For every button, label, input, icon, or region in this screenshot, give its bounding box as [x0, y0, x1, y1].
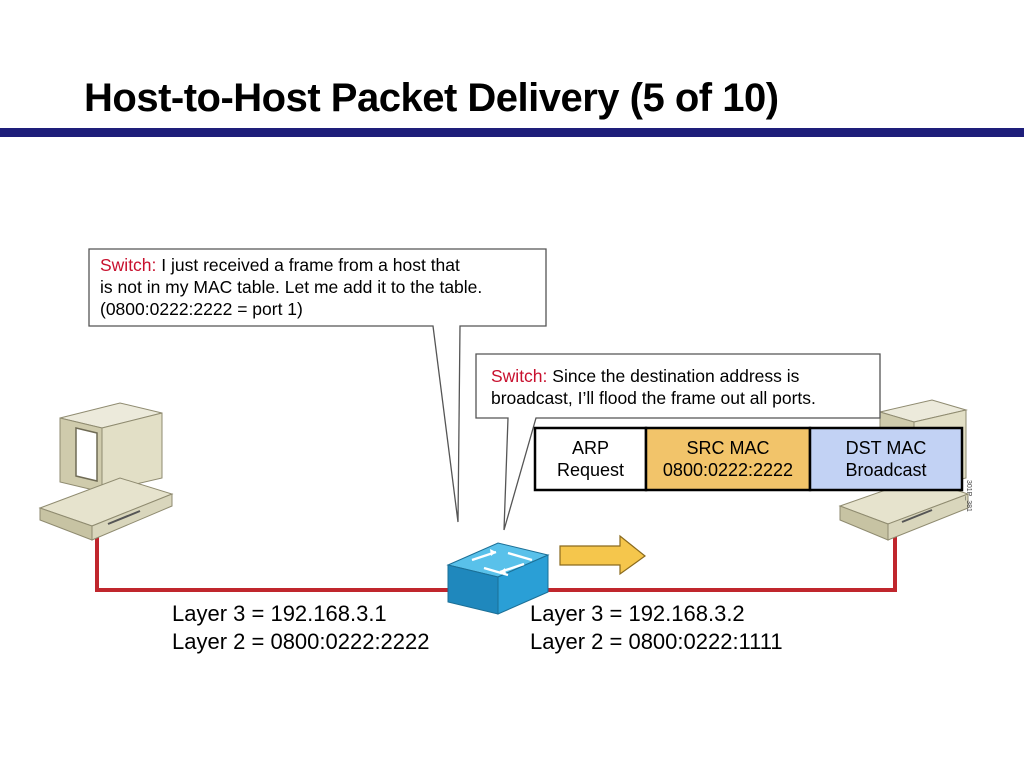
callout-speaker: Switch: [100, 255, 157, 275]
left-host-layer2: Layer 2 = 0800:0222:2222 [172, 629, 430, 654]
switch-icon[interactable] [446, 542, 550, 615]
frame-cell-line1: DST MAC [845, 438, 927, 458]
frame-cell-line2: Broadcast [845, 460, 927, 480]
title-divider [0, 128, 1024, 137]
frame-cell-dst-mac: DST MAC Broadcast [810, 428, 962, 490]
callout-speaker: Switch: [491, 366, 548, 386]
frame-cell-src-mac: SRC MAC 0800:0222:2222 [646, 428, 810, 490]
left-network-link [95, 535, 455, 592]
frame-cell-dst-bg [808, 426, 964, 492]
frame-cell-arp-bg [533, 426, 648, 492]
callout-box-mac-learning [88, 248, 547, 523]
right-host-address: Layer 3 = 192.168.3.2 Layer 2 = 0800:022… [530, 600, 783, 656]
callout-line: I just received a frame from a host that [161, 255, 460, 275]
callout-text-flood: Switch: Since the destination address is… [491, 365, 816, 409]
left-host-pc-icon[interactable] [38, 402, 174, 541]
callout-line: (0800:0222:2222 = port 1) [100, 299, 303, 319]
frame-cell-src-bg [644, 426, 812, 492]
figure-id-label: 301P_381 [965, 480, 972, 512]
callout-line: is not in my MAC table. Let me add it to… [100, 277, 483, 297]
frame-cell-line1: ARP [571, 438, 609, 458]
frame-cell-arp-request: ARP Request [535, 428, 646, 490]
left-host-layer3: Layer 3 = 192.168.3.1 [172, 601, 387, 626]
right-host-layer2: Layer 2 = 0800:0222:1111 [530, 629, 783, 654]
frame-cell-line2: Request [556, 460, 625, 480]
flood-direction-arrow-icon [559, 534, 646, 576]
page-title: Host-to-Host Packet Delivery (5 of 10) [84, 76, 779, 120]
frame-cell-line2: 0800:0222:2222 [662, 460, 794, 480]
right-network-link [540, 535, 897, 592]
callout-line: broadcast, I’ll flood the frame out all … [491, 388, 816, 408]
callout-text-mac-learning: Switch: I just received a frame from a h… [100, 254, 482, 320]
right-host-layer3: Layer 3 = 192.168.3.2 [530, 601, 745, 626]
frame-cell-line1: SRC MAC [686, 438, 770, 458]
callout-line: Since the destination address is [552, 366, 800, 386]
left-host-address: Layer 3 = 192.168.3.1 Layer 2 = 0800:022… [172, 600, 430, 656]
callout-box-flood [475, 353, 881, 531]
